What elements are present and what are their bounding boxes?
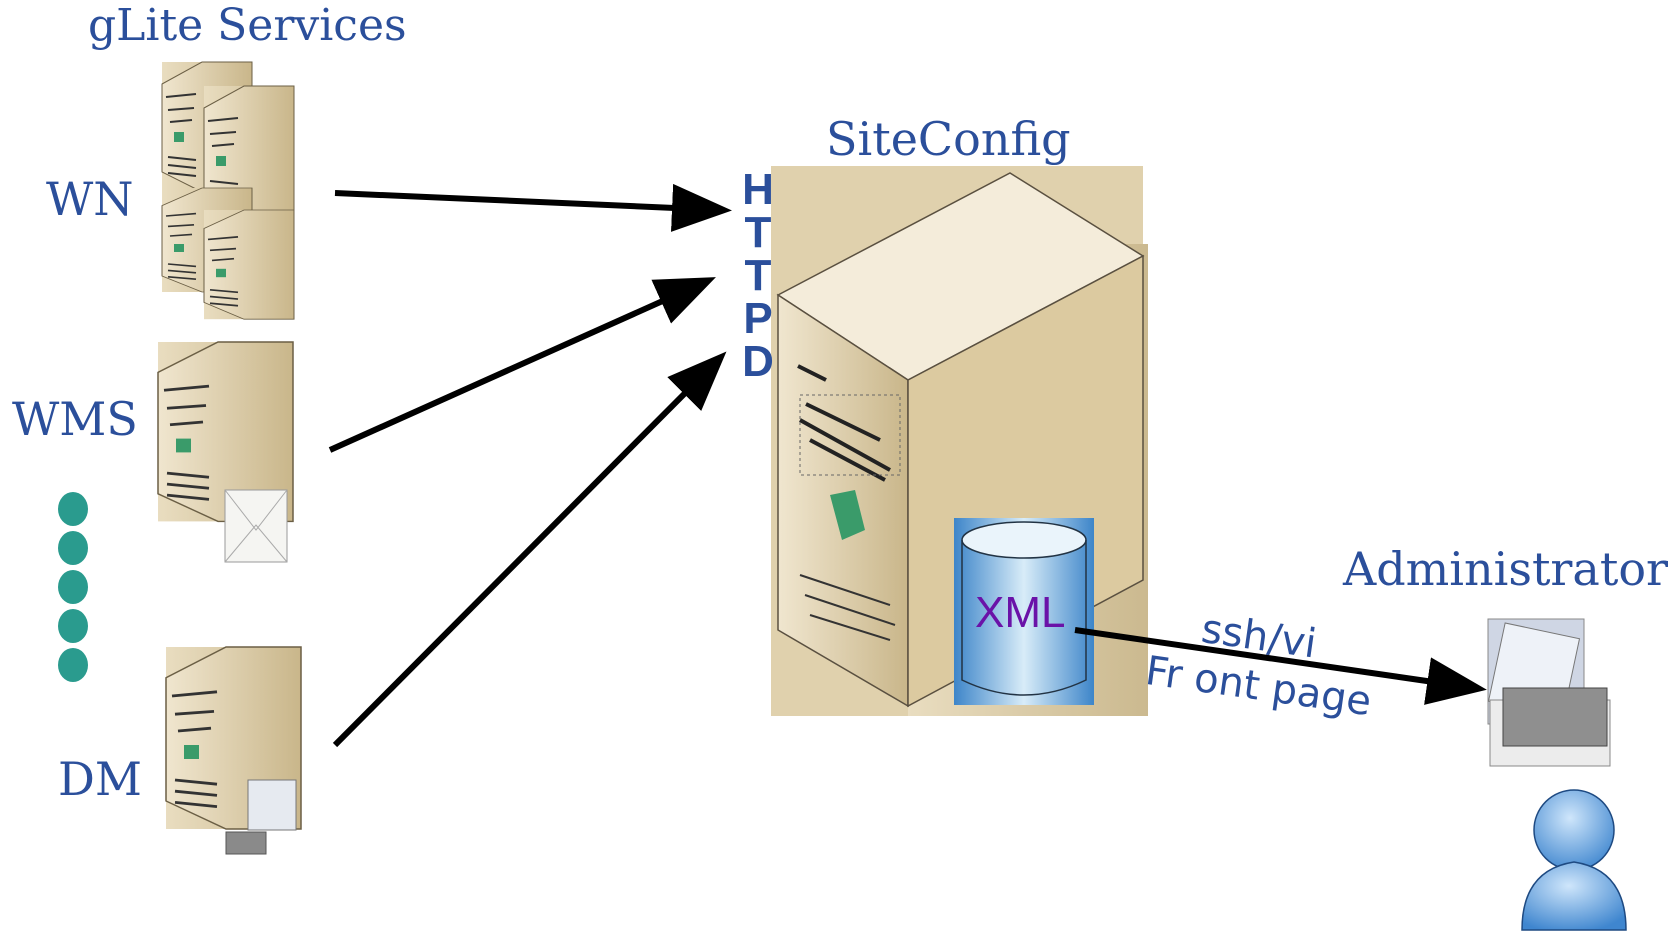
person-icon xyxy=(1520,782,1630,931)
xml-database-icon xyxy=(954,518,1094,705)
httpd-letter: P xyxy=(743,294,773,343)
httpd-letter: T xyxy=(744,208,772,257)
server-mail-icon xyxy=(156,340,295,563)
arrows xyxy=(328,183,1487,748)
ellipsis-dot xyxy=(58,570,88,604)
arrow-xml-to-admin xyxy=(1074,627,1487,705)
ellipsis-dot xyxy=(58,492,88,526)
httpd-label: H T T P D xyxy=(738,165,778,386)
httpd-letter: T xyxy=(744,251,772,300)
xml-label: XML xyxy=(975,588,1066,637)
ellipsis-dot xyxy=(58,609,88,643)
ellipsis-dot xyxy=(58,648,88,682)
httpd-letter: H xyxy=(742,165,774,214)
ellipsis-dot xyxy=(58,531,88,565)
wn-label: WN xyxy=(46,172,134,226)
glite-services-title: gLite Services xyxy=(88,0,407,51)
httpd-letter: D xyxy=(742,337,774,386)
siteconfig-title: SiteConfig xyxy=(826,112,1071,166)
server-cluster-icon xyxy=(161,61,295,321)
admin-computer-icon xyxy=(1487,618,1611,767)
wms-label: WMS xyxy=(12,392,138,446)
arrow-dm-to-httpd xyxy=(332,351,727,748)
dm-label: DM xyxy=(58,752,142,806)
administrator-title: Administrator xyxy=(1343,542,1669,596)
server-workstation-icon xyxy=(164,645,303,855)
arrow-wms-to-httpd xyxy=(328,277,716,453)
arrow-wn-to-httpd xyxy=(334,183,732,232)
